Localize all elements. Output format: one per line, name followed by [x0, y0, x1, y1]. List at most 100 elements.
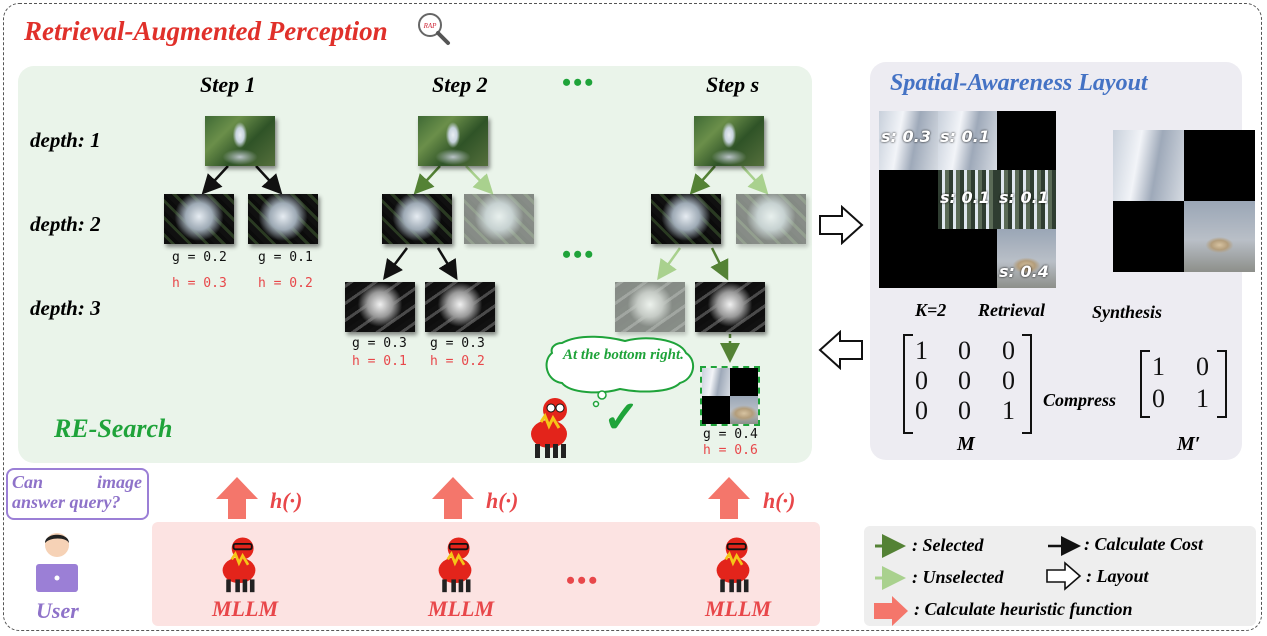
h-function-label: h(·)	[763, 488, 796, 513]
matrix-m-cell: 0	[915, 366, 928, 395]
crop-step2-a	[382, 194, 452, 244]
matrix-m-cell: 0	[958, 366, 971, 395]
g-score: g = 0.3	[430, 336, 485, 351]
ellipsis-mid: •••	[562, 240, 596, 269]
crop-step2-c	[345, 282, 415, 332]
grid-cell	[997, 111, 1056, 170]
crop-step1-a	[164, 194, 234, 244]
grid-cell	[997, 229, 1056, 288]
root-image-steps	[694, 116, 764, 166]
synthesis-label: Synthesis	[1092, 302, 1163, 322]
user-query-text: Can image answer query?	[12, 472, 142, 512]
matrix-mprime-label: M′	[1177, 433, 1201, 455]
matrix-mprime-cell: 1	[1196, 384, 1209, 413]
crop-step1-b	[248, 194, 318, 244]
h-score: h = 0.1	[352, 354, 407, 369]
re-search-panel	[18, 66, 812, 463]
root-image-step1	[205, 116, 275, 166]
matrix-m-cell: 0	[1002, 366, 1015, 395]
crop-score: s: 0.3	[881, 127, 931, 146]
legend-calc-cost: : Calculate Cost	[1084, 534, 1204, 554]
avatar	[36, 533, 78, 592]
depth-2-label: depth: 2	[30, 212, 101, 236]
layout-arrow-right	[819, 205, 864, 245]
matrix-m-cell: 0	[1002, 336, 1015, 365]
retrieval-label: Retrieval	[978, 300, 1045, 320]
mllm-mascot-icon	[222, 537, 256, 593]
heuristic-arrow-icon	[432, 477, 474, 519]
h-score: h = 0.6	[703, 443, 758, 458]
crop-steps-b	[736, 194, 806, 244]
svg-text:RAP: RAP	[423, 22, 438, 30]
crop-score: s: 0.1	[940, 188, 990, 207]
layout-title: Spatial-Awareness Layout	[890, 70, 1148, 96]
speech-text: At the bottom right.	[563, 347, 684, 363]
outer-frame	[3, 3, 1262, 631]
k-label: K=2	[915, 300, 947, 320]
compress-label: Compress	[1043, 390, 1117, 410]
matrix-m-cell: 0	[958, 396, 971, 425]
grid-cell	[879, 111, 938, 170]
crop-steps-c	[615, 282, 685, 332]
final-layout-thumb	[700, 366, 760, 426]
check-icon: ✓	[603, 393, 640, 442]
ellipsis-mllm: •••	[566, 566, 600, 595]
matrix-mprime-cell: 1	[1152, 352, 1165, 381]
layout-arrow-left	[818, 330, 863, 370]
h-function-label: h(·)	[486, 488, 519, 513]
matrix-mprime-bracket-left	[1140, 350, 1150, 418]
mllm-mascot-icon	[438, 537, 472, 593]
root-image-step2	[418, 116, 488, 166]
matrix-m-bracket-right	[1022, 334, 1032, 434]
h-score: h = 0.2	[258, 276, 313, 291]
mllm-label: MLLM	[705, 596, 771, 621]
step-s-label: Step s	[706, 72, 760, 97]
legend-layout: : Layout	[1086, 566, 1149, 586]
matrix-m-bracket-left	[903, 334, 913, 434]
legend-selected: : Selected	[912, 535, 984, 555]
crop-score: s: 0.1	[940, 127, 990, 146]
matrix-mprime-bracket-right	[1217, 350, 1227, 418]
speech-bubble	[545, 335, 695, 408]
legend-unselected: : Unselected	[912, 567, 1004, 587]
crop-step2-d	[425, 282, 495, 332]
g-score: g = 0.1	[258, 250, 313, 265]
mllm-mascot-icon	[716, 537, 750, 593]
depth-1-label: depth: 1	[30, 128, 101, 152]
matrix-m-cell: 0	[915, 396, 928, 425]
re-search-label: RE-Search	[54, 414, 173, 443]
crop-steps-d	[695, 282, 765, 332]
depth-3-label: depth: 3	[30, 296, 101, 320]
step-2-label: Step 2	[432, 72, 488, 97]
h-score: h = 0.3	[172, 276, 227, 291]
grid-cell	[938, 111, 997, 170]
h-function-label: h(·)	[270, 488, 303, 513]
synthesized-image	[1113, 130, 1258, 275]
mllm-label: MLLM	[428, 596, 494, 621]
matrix-m-cell: 1	[1002, 396, 1015, 425]
rap-magnifier-icon: RAP	[418, 13, 450, 45]
user-label: User	[36, 598, 79, 623]
mllm-band	[152, 522, 820, 626]
matrix-mprime-cell: 0	[1152, 384, 1165, 413]
grid-cell	[938, 229, 997, 288]
grid-cell	[879, 229, 938, 288]
ellipsis-top: •••	[562, 68, 596, 97]
grid-cell	[938, 170, 997, 229]
matrix-m-label: M	[957, 433, 975, 455]
grid-cell	[997, 170, 1056, 229]
legend-heuristic: : Calculate heuristic function	[914, 599, 1133, 619]
crop-step2-b	[464, 194, 534, 244]
g-score: g = 0.4	[703, 427, 758, 442]
grid-cell	[879, 170, 938, 229]
user-query-box	[6, 468, 149, 520]
heuristic-arrow-icon	[708, 477, 750, 519]
crop-steps-a	[651, 194, 721, 244]
mllm-label: MLLM	[212, 596, 278, 621]
crop-score: s: 0.1	[999, 188, 1049, 207]
step-1-label: Step 1	[200, 72, 256, 97]
mascot-icon	[531, 398, 567, 458]
g-score: g = 0.2	[172, 250, 227, 265]
page-title: Retrieval-Augmented Perception	[24, 16, 388, 46]
